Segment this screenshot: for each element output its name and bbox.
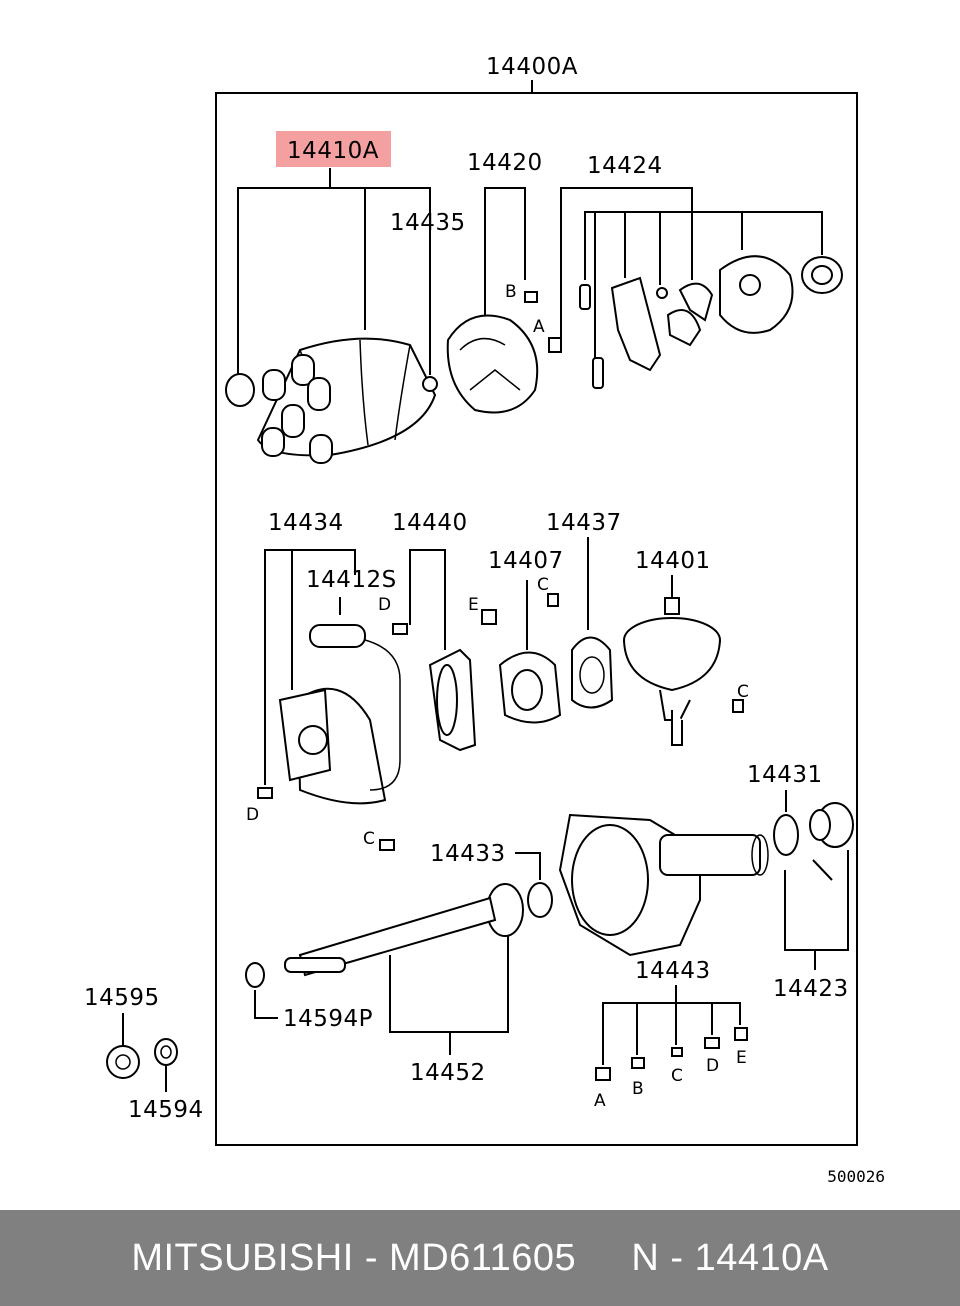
highlight-box	[276, 131, 391, 167]
part-number-text: MITSUBISHI - MD611605 N - 14410A	[131, 1236, 829, 1279]
label-14433: 14433	[430, 841, 506, 867]
reference-code: 500026	[827, 1167, 885, 1186]
bolt-c	[671, 1047, 683, 1057]
washer-14433	[527, 882, 553, 918]
letter-b-2: B	[632, 1079, 644, 1099]
label-14407: 14407	[488, 548, 564, 574]
drive-gear-drawing	[809, 802, 854, 881]
assembly-frame	[215, 92, 858, 1146]
gasket-drawing	[571, 636, 614, 709]
label-14443: 14443	[635, 958, 711, 984]
label-14423: 14423	[773, 976, 849, 1002]
letter-c-3: C	[363, 829, 375, 849]
letter-c-1: C	[537, 575, 549, 595]
letter-c-2: C	[737, 682, 749, 702]
label-14434: 14434	[268, 510, 344, 536]
letter-d-2: D	[378, 595, 391, 615]
distributor-exploded-diagram: 14400A 14410A 14435 14420 B A 14424	[84, 54, 885, 1186]
bolt-d	[704, 1037, 720, 1049]
part-footer-bar: MITSUBISHI - MD611605 N - 14410A	[0, 1210, 960, 1306]
letter-a-2: A	[594, 1091, 606, 1111]
label-14452: 14452	[410, 1060, 486, 1086]
label-14440: 14440	[392, 510, 468, 536]
o-ring-14431	[773, 814, 799, 856]
label-14431: 14431	[747, 762, 823, 788]
letter-a-1: A	[533, 317, 545, 337]
label-14424: 14424	[587, 153, 663, 179]
letter-e-2: E	[736, 1048, 747, 1068]
label-14412s: 14412S	[306, 567, 397, 593]
label-14401: 14401	[635, 548, 711, 574]
label-14437: 14437	[546, 510, 622, 536]
letter-d-1: D	[246, 805, 259, 825]
label-14594p: 14594P	[283, 1006, 373, 1032]
label-14420: 14420	[467, 150, 543, 176]
label-14400a: 14400A	[486, 54, 578, 80]
screw-c-2	[732, 699, 744, 713]
nut-14595	[106, 1045, 140, 1079]
housing-drawing	[558, 813, 769, 957]
washer-14594	[154, 1038, 178, 1066]
label-14410a: 14410A	[287, 138, 379, 164]
bolt-b	[631, 1057, 645, 1069]
bolt-a	[595, 1067, 611, 1081]
vacuum-advance-drawing	[623, 597, 721, 746]
label-14595: 14595	[84, 985, 160, 1011]
label-14594: 14594	[128, 1097, 204, 1123]
letter-e-1: E	[468, 595, 479, 615]
screw-c-1	[547, 593, 559, 607]
rotor-drawing	[446, 291, 539, 414]
letter-b-1: B	[505, 282, 517, 302]
distributor-cap-drawing	[225, 337, 438, 464]
washer-14594p	[245, 962, 265, 988]
governor-plate-drawing	[428, 648, 477, 752]
shaft-drawing	[284, 883, 524, 977]
letter-d-3: D	[706, 1056, 719, 1076]
screw-a-1	[548, 337, 562, 353]
screw-d-2	[392, 623, 408, 635]
signal-rotor-drawing	[498, 651, 562, 724]
screw-c-3	[379, 839, 395, 851]
nut-e-1	[481, 609, 497, 625]
pickup-coil-drawing	[257, 624, 401, 805]
breaker-plate-drawing	[579, 255, 843, 389]
label-14435: 14435	[390, 210, 466, 236]
bolt-e	[734, 1027, 748, 1041]
letter-c-4: C	[671, 1066, 683, 1086]
